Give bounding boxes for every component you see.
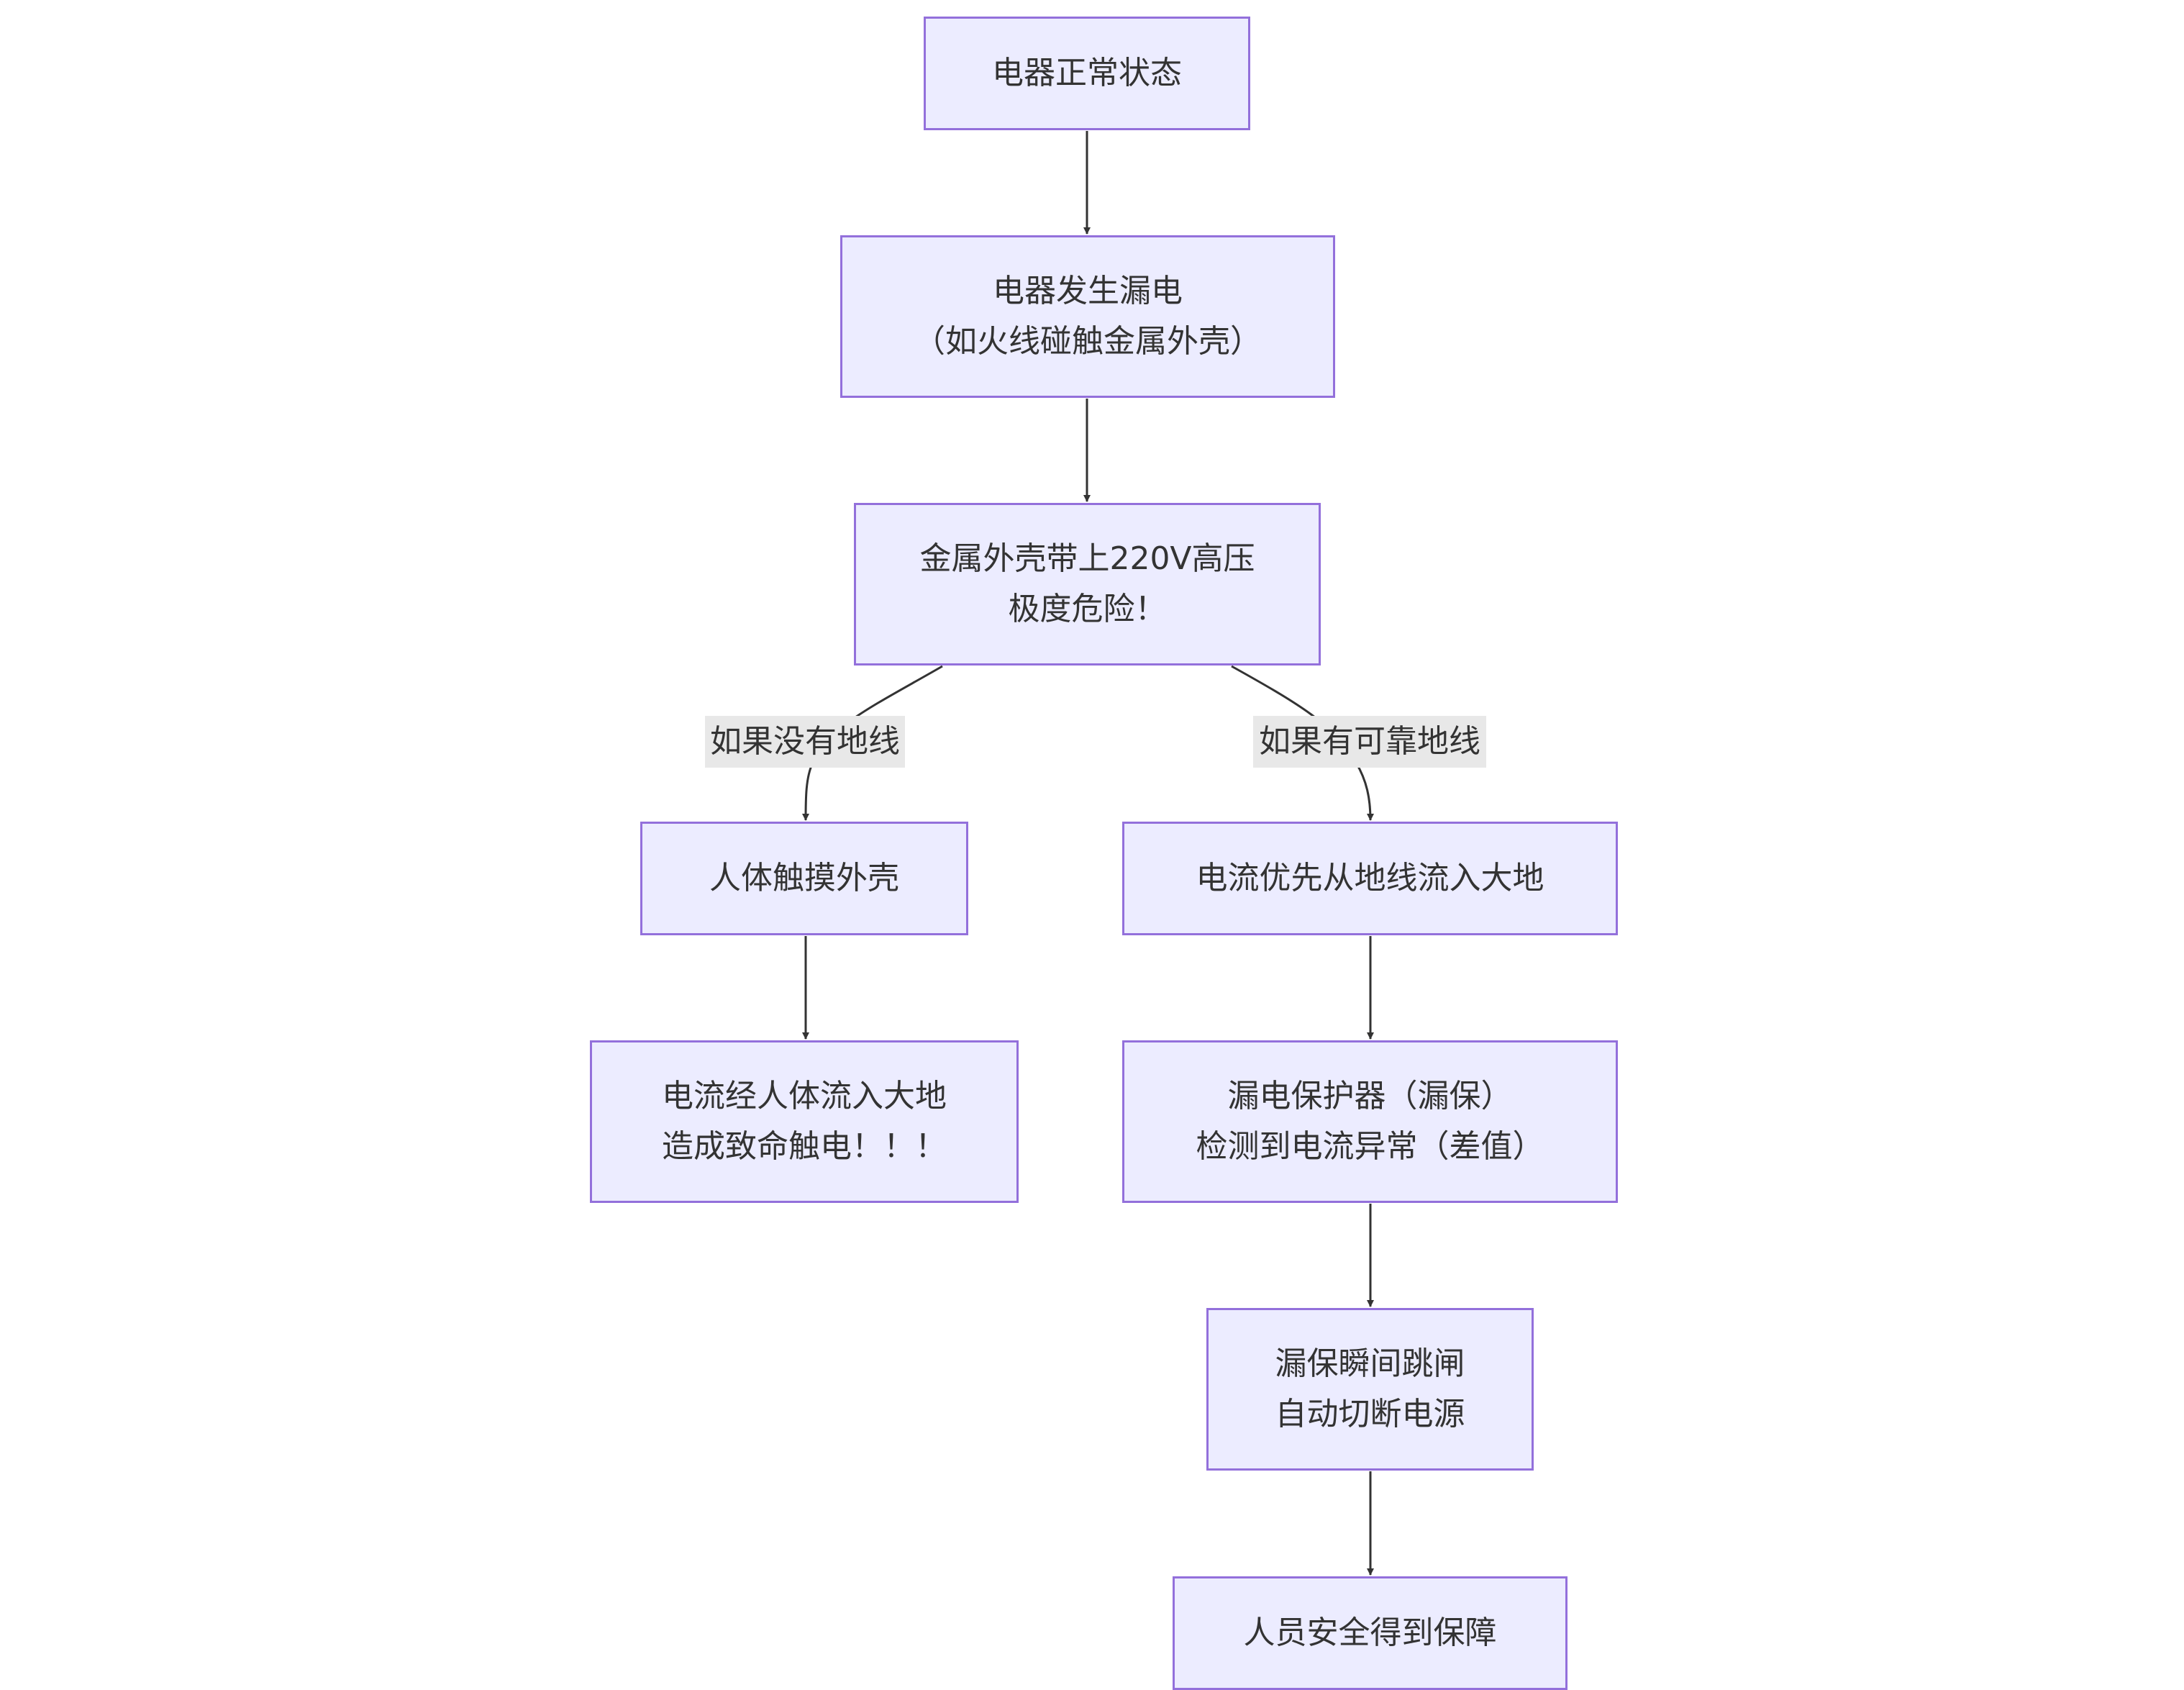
- node-rcd-detect-line-2: 检测到电流异常（差值）: [1196, 1128, 1544, 1165]
- node-body-touch-line-1: 人体触摸外壳: [709, 860, 899, 896]
- node-rcd-detect: 漏电保护器（漏保） 检测到电流异常（差值）: [1122, 1040, 1618, 1203]
- node-ground-flow-line-1: 电流优先从地线流入大地: [1196, 860, 1544, 896]
- node-fatal-shock: 电流经人体流入大地 造成致命触电！！！: [590, 1040, 1019, 1203]
- node-leakage-line-2: （如火线碰触金属外壳）: [914, 323, 1262, 360]
- node-ground-flow: 电流优先从地线流入大地: [1122, 822, 1618, 935]
- node-fatal-shock-line-2: 造成致命触电！！！: [662, 1128, 947, 1165]
- edge-label-with-ground: 如果有可靠地线: [1253, 716, 1486, 768]
- node-leakage: 电器发生漏电 （如火线碰触金属外壳）: [840, 235, 1335, 398]
- node-rcd-detect-line-1: 漏电保护器（漏保）: [1227, 1078, 1513, 1114]
- node-shell-live-line-1: 金属外壳带上220V高压: [919, 540, 1255, 577]
- node-fatal-shock-line-1: 电流经人体流入大地: [662, 1078, 947, 1114]
- edge-label-no-ground: 如果没有地线: [705, 716, 905, 768]
- node-leakage-line-1: 电器发生漏电: [993, 273, 1183, 309]
- node-personnel-safe-line-1: 人员安全得到保障: [1243, 1614, 1497, 1651]
- node-body-touch: 人体触摸外壳: [640, 822, 968, 935]
- node-normal-state-line-1: 电器正常状态: [992, 55, 1182, 91]
- node-personnel-safe: 人员安全得到保障: [1173, 1576, 1568, 1690]
- node-rcd-trip: 漏保瞬间跳闸 自动切断电源: [1206, 1308, 1534, 1471]
- node-rcd-trip-line-1: 漏保瞬间跳闸: [1275, 1345, 1465, 1382]
- node-rcd-trip-line-2: 自动切断电源: [1275, 1396, 1465, 1432]
- node-shell-live-line-2: 极度危险！: [1008, 591, 1167, 627]
- node-shell-live: 金属外壳带上220V高压 极度危险！: [854, 503, 1321, 665]
- node-normal-state: 电器正常状态: [924, 17, 1250, 130]
